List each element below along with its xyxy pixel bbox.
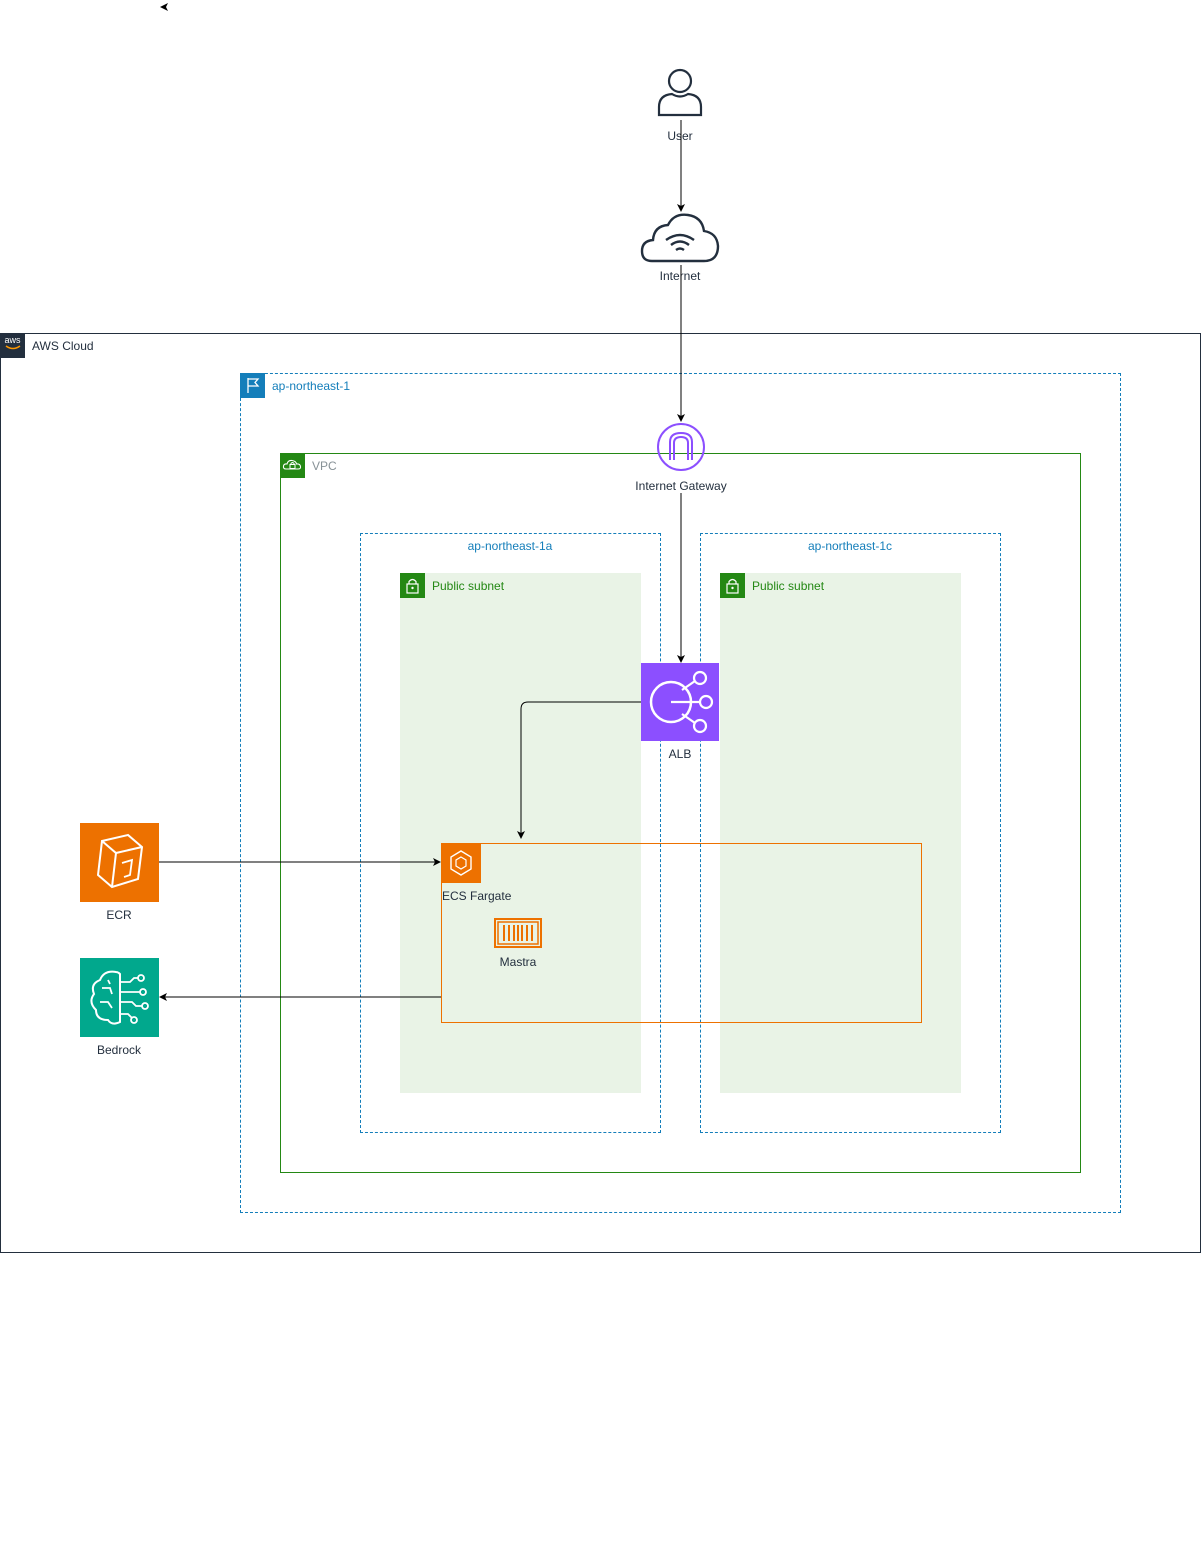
alb-label: ALB <box>668 747 692 761</box>
az-a-group <box>360 533 661 1133</box>
subnet-lock-icon <box>720 573 745 598</box>
ecs-fargate-label: ECS Fargate <box>442 889 512 903</box>
public-subnet-c-label: Public subnet <box>752 579 825 593</box>
public-subnet-a-label: Public subnet <box>432 579 505 593</box>
user-icon[interactable] <box>656 67 704 117</box>
region-flag-icon <box>240 373 265 398</box>
ecs-fargate-group <box>441 843 922 1023</box>
user-label: User <box>667 129 693 143</box>
internet-gateway-icon[interactable] <box>656 422 706 472</box>
ecr-icon[interactable] <box>80 823 159 902</box>
az-c-label: ap-northeast-1c <box>807 539 893 553</box>
vpc-group <box>280 453 1081 1173</box>
aws-logo-icon: aws <box>0 333 25 358</box>
vpc-cloud-lock-icon <box>280 453 305 478</box>
aws-cloud-label: AWS Cloud <box>32 339 94 353</box>
stray-arrowhead <box>160 3 168 11</box>
container-icon <box>494 917 542 949</box>
internet-gateway-label: Internet Gateway <box>635 479 727 493</box>
public-subnet-c <box>720 573 961 1093</box>
az-a-label: ap-northeast-1a <box>467 539 553 553</box>
internet-label: Internet <box>659 269 701 283</box>
load-balancer-icon[interactable] <box>641 663 719 741</box>
az-c-group <box>700 533 1001 1133</box>
ecr-label: ECR <box>106 908 132 922</box>
mastra-label: Mastra <box>499 955 537 969</box>
bedrock-icon[interactable] <box>80 958 159 1037</box>
internet-cloud-icon[interactable] <box>640 211 720 265</box>
region-label: ap-northeast-1 <box>272 379 351 393</box>
bedrock-label: Bedrock <box>96 1043 142 1057</box>
subnet-lock-icon <box>400 573 425 598</box>
ecs-fargate-icon <box>441 843 481 883</box>
vpc-label: VPC <box>312 459 337 473</box>
